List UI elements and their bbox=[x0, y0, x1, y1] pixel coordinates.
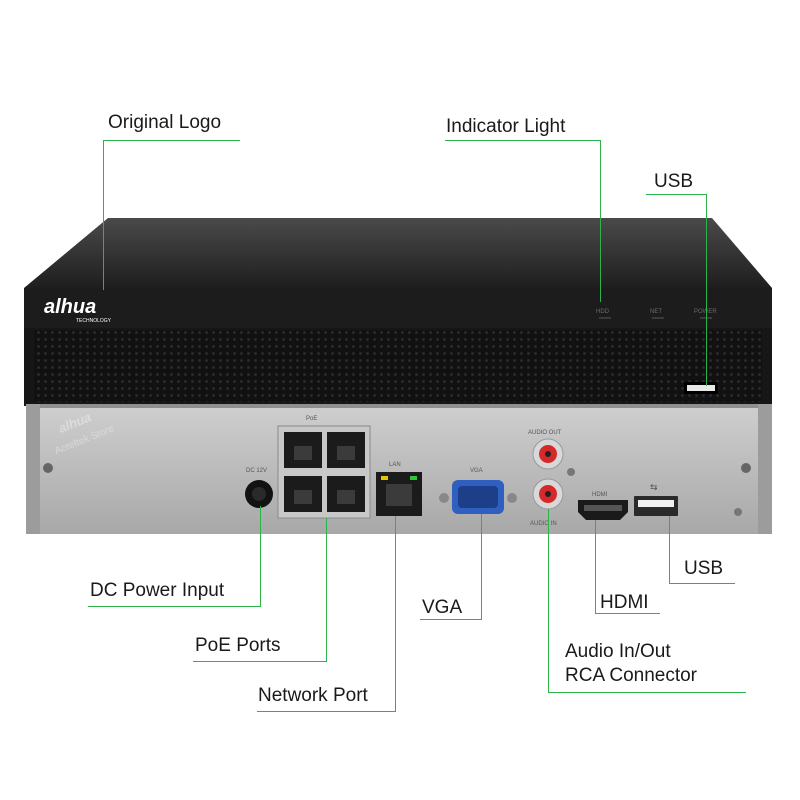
callout-line-dc-v bbox=[260, 506, 261, 607]
callout-network-port: Network Port bbox=[258, 685, 368, 706]
vga-port-label: VGA bbox=[470, 468, 483, 474]
callout-original-logo: Original Logo bbox=[108, 112, 222, 133]
callout-line-hdmi-v bbox=[595, 520, 596, 614]
callout-line-audio-v bbox=[548, 509, 549, 693]
callout-poe-ports: PoE Ports bbox=[195, 635, 281, 656]
callout-line-vga-h bbox=[420, 619, 482, 620]
callout-line-audio-h bbox=[548, 692, 746, 693]
callout-usb-front: USB bbox=[654, 171, 694, 192]
callout-line-hdmi-h bbox=[595, 613, 660, 614]
hdmi-port: HDMI bbox=[578, 492, 628, 520]
callout-line-original-logo-v bbox=[103, 140, 104, 290]
poe-label: PoE bbox=[306, 416, 317, 422]
front-usb-port bbox=[684, 382, 718, 394]
vga-port: VGA bbox=[439, 468, 517, 514]
callout-line-network-v bbox=[395, 516, 396, 712]
dc-label: DC 12V bbox=[246, 468, 267, 474]
callout-vga: VGA bbox=[422, 597, 463, 618]
callout-line-usb-front-v bbox=[706, 194, 707, 386]
audio-in-label: AUDIO IN bbox=[530, 521, 557, 527]
indicator-net-label: NET bbox=[650, 309, 662, 315]
audio-rca-connectors: AUDIO OUT AUDIO IN bbox=[528, 430, 575, 527]
callout-usb-back: USB bbox=[684, 558, 724, 579]
brand-logo: alhua TECHNOLOGY bbox=[44, 296, 112, 324]
callout-audio-line1: Audio In/Out bbox=[565, 641, 671, 662]
callout-line-network-h bbox=[257, 711, 396, 712]
callout-hdmi: HDMI bbox=[600, 592, 649, 613]
svg-text:⇆: ⇆ bbox=[650, 483, 658, 493]
rear-usb-port: ⇆ bbox=[634, 483, 678, 516]
callout-line-usb-back-h bbox=[669, 583, 735, 584]
callout-dc-power-input: DC Power Input bbox=[90, 580, 225, 601]
callout-line-usb-back-v bbox=[669, 516, 670, 584]
indicator-power-label: POWER bbox=[694, 309, 717, 315]
callout-line-original-logo-h bbox=[103, 140, 240, 141]
dc-power-jack: DC 12V bbox=[245, 468, 273, 508]
callout-line-usb-front-h bbox=[646, 194, 707, 195]
callout-line-indicator-h bbox=[445, 140, 600, 141]
hdmi-port-label: HDMI bbox=[592, 492, 608, 498]
indicator-hdd-label: HDD bbox=[596, 309, 610, 315]
brand-logo-subtext: TECHNOLOGY bbox=[76, 318, 112, 324]
front-panel bbox=[24, 288, 772, 406]
audio-out-label: AUDIO OUT bbox=[528, 430, 562, 436]
callout-line-indicator-v bbox=[600, 140, 601, 302]
callout-line-poe-h bbox=[193, 661, 327, 662]
callout-line-dc-h bbox=[88, 606, 261, 607]
callout-line-poe-v bbox=[326, 518, 327, 662]
lan-label: LAN bbox=[389, 462, 401, 468]
callout-audio-line2: RCA Connector bbox=[565, 665, 698, 686]
brand-logo-text: alhua bbox=[44, 296, 96, 318]
poe-ports: PoE bbox=[277, 416, 371, 519]
chassis-top bbox=[24, 218, 772, 300]
callout-line-vga-v bbox=[481, 514, 482, 620]
network-port: LAN bbox=[376, 462, 422, 516]
callout-indicator-light: Indicator Light bbox=[446, 116, 566, 137]
callout-audio: Audio In/Out RCA Connector bbox=[565, 640, 697, 688]
